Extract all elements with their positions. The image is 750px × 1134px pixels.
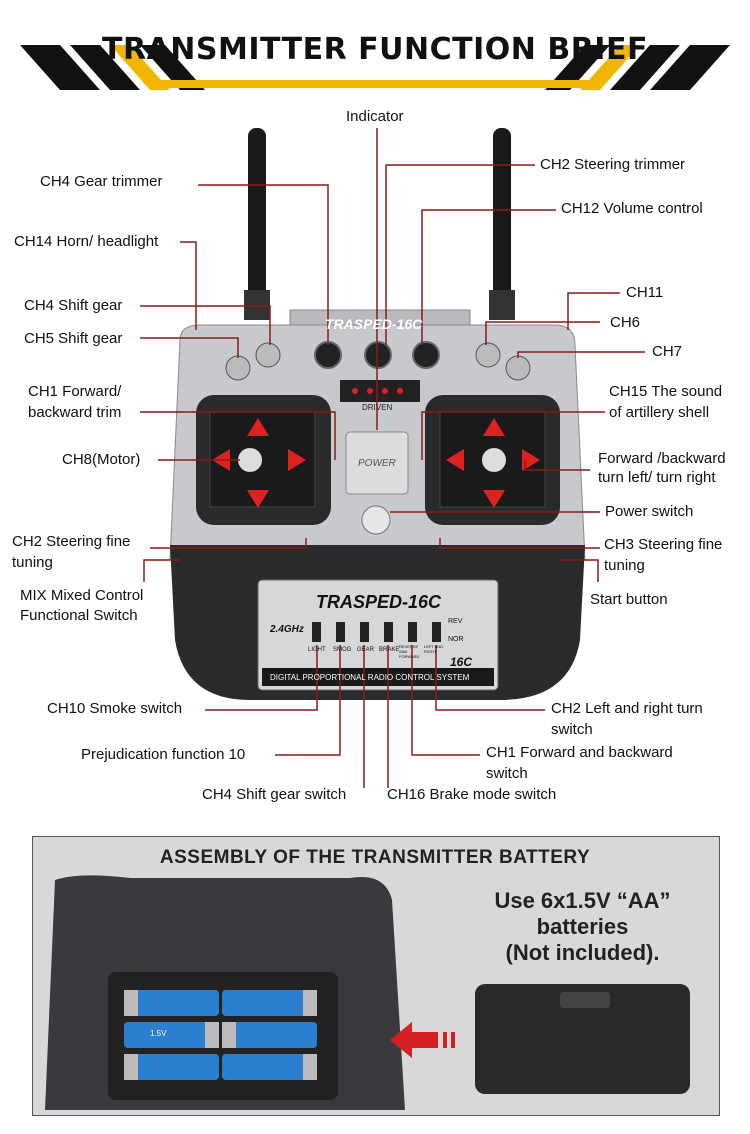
top-logo: TRASPED-16C bbox=[325, 316, 423, 332]
model-label: 16C bbox=[450, 655, 473, 669]
switch-label-5: LEFT AND RIGHT bbox=[424, 644, 444, 654]
left-antenna bbox=[248, 128, 266, 303]
battery-title: ASSEMBLY OF THE TRANSMITTER BATTERY bbox=[159, 847, 591, 868]
label-mix-1: MIX Mixed Control bbox=[20, 587, 144, 604]
label-ch1-trim-2: backward trim bbox=[28, 404, 122, 421]
label-ch3-fine-1: CH3 Steering fine bbox=[604, 536, 723, 553]
transmitter-diagram bbox=[140, 128, 645, 788]
system-text: DIGITAL PROPORTIONAL RADIO CONTROL SYSTE… bbox=[270, 673, 470, 682]
label-ch12-volume: CH12 Volume control bbox=[561, 200, 703, 217]
driven-label: DRIVEN bbox=[362, 403, 393, 412]
header-stripes bbox=[20, 45, 730, 90]
label-ch2-lr-1: CH2 Left and right turn bbox=[551, 700, 703, 717]
panel-logo: TRASPED-16C bbox=[316, 592, 442, 612]
page-title: TRANSMITTER FUNCTION BRIEF bbox=[102, 32, 648, 67]
leader-lines bbox=[140, 128, 645, 788]
switch-panel bbox=[257, 579, 499, 691]
label-fwd-2: turn left/ turn right bbox=[598, 469, 716, 486]
label-ch5-shift: CH5 Shift gear bbox=[24, 330, 123, 347]
label-ch2-fine-1: CH2 Steering fine bbox=[12, 533, 131, 550]
switch-label-0: LIGHT bbox=[308, 647, 326, 653]
power-label: POWER bbox=[358, 458, 396, 469]
label-ch2-lr-2: switch bbox=[551, 721, 593, 738]
label-ch11: CH11 bbox=[626, 284, 664, 301]
right-antenna bbox=[493, 128, 511, 303]
label-ch16-brake: CH16 Brake mode switch bbox=[387, 786, 557, 803]
rev-label: REV bbox=[448, 618, 463, 625]
label-ch7: CH7 bbox=[652, 343, 683, 360]
battery-section bbox=[32, 836, 720, 1116]
label-ch15-2: of artillery shell bbox=[609, 404, 710, 421]
label-ch4-gear-trimmer: CH4 Gear trimmer bbox=[40, 173, 163, 190]
label-ch3-fine-2: tuning bbox=[604, 557, 645, 574]
switch-label-4: REVERSE AND FORWARD bbox=[399, 644, 420, 659]
nor-label: NOR bbox=[448, 636, 464, 643]
switch-label-3: BRAKE bbox=[379, 647, 400, 653]
label-indicator: Indicator bbox=[346, 108, 404, 125]
label-mix-2: Functional Switch bbox=[20, 607, 138, 624]
label-ch2-fine-2: tuning bbox=[12, 554, 53, 571]
battery-note: Use 6x1.5V “AA” batteries (Not included)… bbox=[470, 888, 695, 966]
switch-label-2: GEAR bbox=[357, 647, 375, 653]
label-ch8-motor: CH8(Motor) bbox=[62, 451, 141, 468]
label-ch6: CH6 bbox=[610, 314, 641, 331]
battery-note-2: batteries bbox=[536, 914, 629, 939]
label-ch2-steering-trimmer: CH2 Steering trimmer bbox=[540, 156, 686, 173]
panel-switches bbox=[312, 622, 441, 642]
switch-label-1: SMOG bbox=[333, 647, 352, 653]
label-ch4-shift-switch: CH4 Shift gear switch bbox=[202, 786, 347, 803]
cell-label: 1.5V bbox=[150, 1029, 167, 1038]
label-prejudication: Prejudication function 10 bbox=[81, 746, 246, 763]
header-banner bbox=[0, 0, 750, 100]
battery-note-1: Use 6x1.5V “AA” bbox=[494, 888, 671, 913]
label-ch1-trim-1: CH1 Forward/ bbox=[28, 383, 122, 400]
label-power-switch: Power switch bbox=[605, 503, 694, 520]
label-ch1-fb-1: CH1 Forward and backward bbox=[486, 744, 673, 761]
label-fwd-1: Forward /backward bbox=[598, 450, 726, 467]
label-ch10-smoke: CH10 Smoke switch bbox=[47, 700, 183, 717]
label-ch1-fb-2: switch bbox=[486, 765, 528, 782]
label-ch4-shift: CH4 Shift gear bbox=[24, 297, 123, 314]
battery-note-3: (Not included). bbox=[505, 940, 660, 965]
label-ch15-1: CH15 The sound bbox=[609, 383, 723, 400]
frequency-label: 2.4GHz bbox=[270, 624, 304, 635]
label-start-button: Start button bbox=[590, 591, 668, 608]
label-ch14-horn: CH14 Horn/ headlight bbox=[14, 233, 159, 250]
